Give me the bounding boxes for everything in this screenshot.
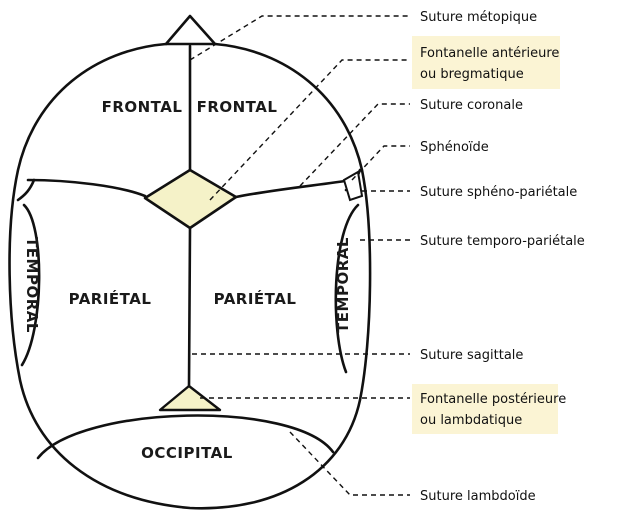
label-metopic-suture: Suture métopique bbox=[420, 10, 537, 25]
right-sphenoid-bone bbox=[342, 170, 364, 202]
anterior-fontanelle-highlight bbox=[412, 36, 560, 89]
left-sphenoid-line bbox=[16, 178, 36, 202]
leader-anterior-fontanelle bbox=[209, 59, 410, 201]
occipital-arc bbox=[36, 414, 335, 460]
leader-sphenoid bbox=[351, 145, 410, 181]
frontal-notch bbox=[164, 14, 217, 46]
leader-metopic bbox=[189, 15, 410, 61]
anterior-fontanelle bbox=[143, 168, 238, 230]
leader-lambdoid bbox=[289, 431, 410, 496]
posterior-fontanelle-highlight bbox=[412, 384, 558, 434]
frontal-left-label: FRONTAL bbox=[102, 98, 183, 116]
coronal-suture bbox=[26, 178, 354, 199]
label-posterior-fontanelle-line1: Fontanelle postérieure bbox=[420, 392, 566, 407]
occipital-label: OCCIPITAL bbox=[141, 444, 233, 462]
sagittal-suture bbox=[187, 226, 192, 388]
temporal-right-label: TEMPORAL bbox=[334, 237, 352, 333]
leader-coronal bbox=[299, 103, 410, 187]
frontal-right-label: FRONTAL bbox=[197, 98, 278, 116]
label-temporo-parietal-suture: Suture temporo-pariétale bbox=[420, 234, 585, 249]
label-coronal-suture: Suture coronale bbox=[420, 98, 523, 113]
label-anterior-fontanelle-line2: ou bregmatique bbox=[420, 67, 524, 82]
label-anterior-fontanelle-line1: Fontanelle antérieure bbox=[420, 46, 559, 61]
label-posterior-fontanelle-line2: ou lambdatique bbox=[420, 413, 522, 428]
parietal-left-label: PARIÉTAL bbox=[69, 289, 152, 308]
label-spheno-parietal-suture: Suture sphéno-pariétale bbox=[420, 185, 577, 200]
label-sphenoid: Sphénoïde bbox=[420, 140, 489, 155]
label-sagittal-suture: Suture sagittale bbox=[420, 348, 523, 363]
skull-outline bbox=[8, 42, 372, 510]
parietal-right-label: PARIÉTAL bbox=[214, 289, 297, 308]
temporal-left-label: TEMPORAL bbox=[23, 237, 41, 333]
left-temporal-outline bbox=[20, 203, 41, 367]
label-lambdoid-suture: Suture lambdoïde bbox=[420, 489, 536, 504]
right-temporal-outline bbox=[334, 203, 360, 374]
